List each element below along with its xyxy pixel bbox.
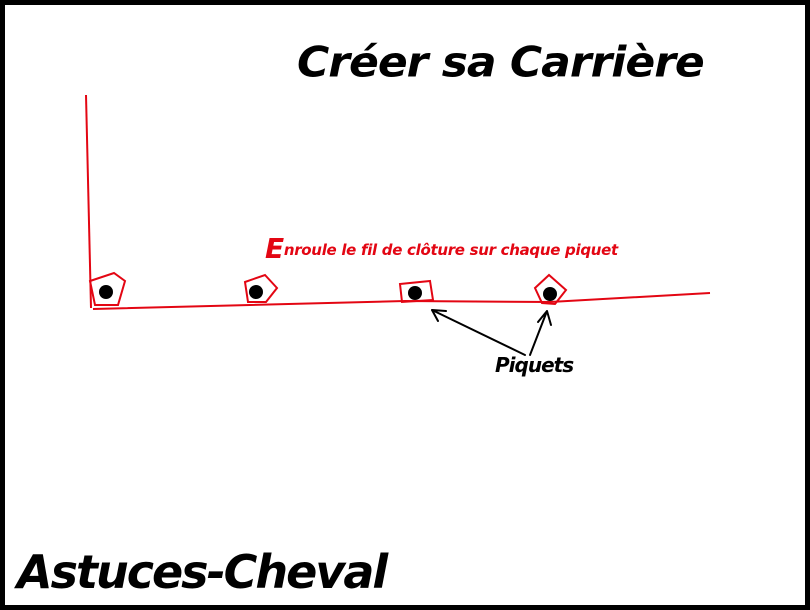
fence-diagram [85, 94, 711, 356]
stake-2-wrap [243, 273, 279, 303]
stakes-label: Piquets [495, 353, 574, 377]
fence-instruction: Enroule le fil de clôture sur chaque piq… [265, 232, 618, 265]
stake-4 [533, 273, 568, 306]
stake-3-post [408, 286, 422, 300]
page-title: Créer sa Carrière [297, 38, 705, 87]
fence-vertical-line [85, 94, 92, 309]
stake-4-wrap [533, 273, 568, 306]
brand-logo-text: Astuces-Cheval [17, 545, 388, 599]
fence-instruction-initial: E [265, 232, 284, 265]
stake-1-wrap [88, 271, 127, 306]
stake-2-post [249, 285, 263, 299]
stake-2 [243, 273, 279, 303]
fence-wire-line [92, 292, 711, 310]
arrow-to-stake-4 [529, 310, 552, 356]
stake-4-post [543, 287, 557, 301]
arrow-to-stake-3 [431, 309, 526, 356]
stake-1 [88, 271, 127, 306]
stake-3 [398, 279, 435, 304]
stake-3-wrap [398, 279, 435, 304]
fence-instruction-text: nroule le fil de clôture sur chaque piqu… [283, 241, 618, 259]
stake-1-post [99, 285, 113, 299]
